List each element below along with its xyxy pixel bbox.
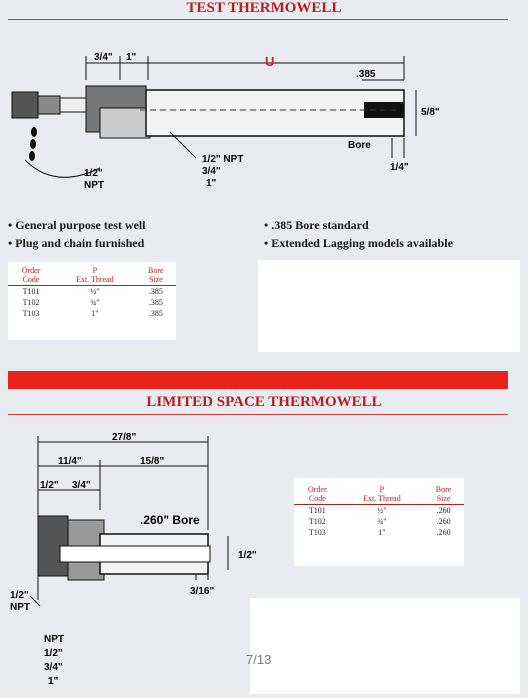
npt-side-label: 1/2"	[10, 590, 29, 601]
npt-list-title: 1/2" NPT	[202, 154, 243, 165]
dim-three-quarter: 3/4"	[72, 480, 91, 491]
npt-list-item: 3/4"	[44, 662, 63, 673]
plug-icon	[11, 91, 87, 119]
npt-list-item: 3/4"	[202, 166, 221, 177]
title-rule	[8, 19, 508, 20]
dim-right: 15/8"	[140, 456, 164, 467]
npt-list-item: 1"	[206, 178, 217, 189]
bullet-item: • .385 Bore standard	[264, 218, 369, 232]
dim-left: 11/4"	[58, 456, 82, 467]
npt-list-item: 1"	[48, 676, 59, 687]
title-rule	[8, 414, 508, 415]
npt-small-label: 1/2"	[84, 168, 103, 179]
dim-overall: 27/8"	[112, 432, 136, 443]
dim-half: 1/2"	[40, 480, 59, 491]
od-label: 1/2"	[238, 550, 257, 561]
npt-small-sub: NPT	[84, 180, 104, 191]
bullet-item: • Extended Lagging models available	[264, 236, 453, 250]
npt-side-sub: NPT	[10, 602, 30, 613]
bore-label: Bore	[348, 140, 371, 151]
tip-label: 1/4"	[390, 162, 409, 173]
chain-icon	[29, 127, 37, 161]
tip-label: 3/16"	[190, 586, 214, 597]
page-indicator: 7/13	[246, 652, 272, 667]
npt-list-title: NPT	[44, 634, 64, 645]
dim-three-quarter: 3/4"	[94, 52, 113, 63]
thermowell-body	[85, 85, 405, 139]
dim-u: U	[265, 54, 274, 69]
od-label: 5/8"	[421, 107, 440, 118]
bore-label: .260" Bore	[140, 513, 200, 527]
bullet-list-right: • .385 Bore standard • Extended Lagging …	[264, 218, 453, 251]
thermowell-body	[37, 515, 211, 581]
bullet-item: • Plug and chain furnished	[8, 236, 145, 250]
bullet-list-left: • General purpose test well • Plug and c…	[8, 218, 146, 251]
limited-space-diagram: 27/8" 11/4" 15/8" 1/2" 3/4" .260" Bore 1…	[10, 432, 257, 687]
blank-panel	[258, 260, 520, 352]
bullet-item: • General purpose test well	[8, 218, 146, 232]
bore-diameter: .385	[356, 69, 376, 80]
npt-list-item: 1/2"	[44, 648, 63, 659]
section-divider-bar	[8, 371, 508, 389]
section-title-test-thermowell: TEST THERMOWELL	[186, 0, 342, 16]
blank-panel	[250, 598, 520, 694]
dim-one-inch: 1"	[126, 52, 137, 63]
test-thermowell-diagram: 3/4" 1" U .385 Bore 5/8" 1/4" 1/2" NPT 1…	[11, 52, 440, 191]
section-title-limited-space: LIMITED SPACE THERMOWELL	[146, 394, 382, 410]
